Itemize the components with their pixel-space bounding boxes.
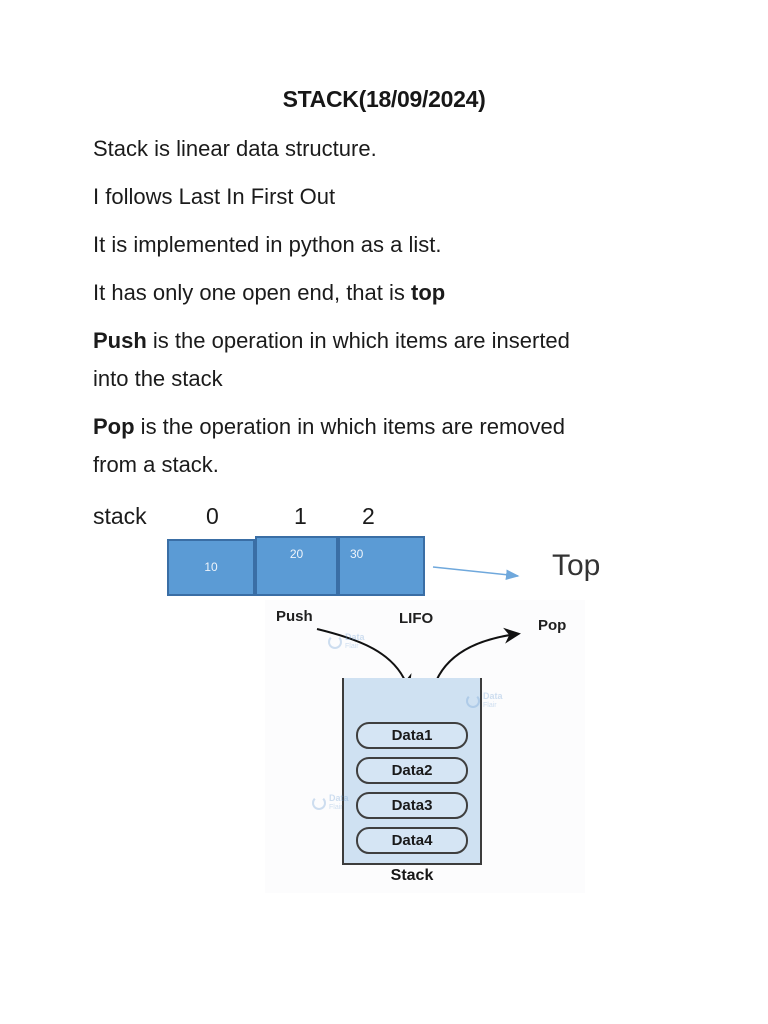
paragraph-text: from a stack. [93,452,219,477]
array-index-2: 2 [362,503,375,529]
paragraph-text: into the stack [93,366,223,391]
top-pointer-arrow [432,566,520,580]
array-cell-2: 30 [338,536,425,596]
stack-item-data3: Data3 [356,792,468,819]
stack-item-data1: Data1 [356,722,468,749]
array-index-0: 0 [206,503,219,529]
paragraph-pop: Pop is the operation in which items are … [93,408,725,484]
paragraph-python: It is implemented in python as a list. [93,226,725,264]
pop-label: Pop [538,617,567,634]
paragraph-text: It is implemented in python as a list. [93,232,442,257]
push-label: Push [276,608,313,625]
array-cell-0: 10 [167,539,255,596]
document-title: STACK(18/09/2024) [282,86,486,112]
paragraph-text: Stack is linear data structure. [93,136,377,161]
stack-item-data4: Data4 [356,827,468,854]
paragraph-text: I follows Last In First Out [93,184,336,209]
bold-term-top: top [411,280,446,305]
paragraph-push: Push is the operation in which items are… [93,322,725,398]
paragraph-lifo-rule: I follows Last In First Out [93,178,725,216]
paragraph-open-end: It has only one open end, that is top [93,274,725,312]
array-cell-value-0: 10 [204,560,218,574]
paragraph-text: is the operation in which items are inse… [146,328,570,353]
bold-term-pop: Pop [93,414,135,439]
stack-container: Data1 Data2 Data3 Data4 [342,678,482,865]
lifo-label: LIFO [399,610,434,627]
array-index-1: 1 [294,503,307,529]
paragraph-text: is the operation in which items are remo… [134,414,565,439]
stack-item-data2: Data2 [356,757,468,784]
array-cell-1: 20 [255,536,338,596]
bold-term-push: Push [93,328,147,353]
array-label: stack [93,503,147,529]
array-cell-value-1: 20 [289,547,304,561]
paragraph-intro: Stack is linear data structure. [93,130,725,168]
array-cell-value-2: 30 [350,547,364,561]
stack-caption: Stack [390,867,434,884]
top-pointer-label: Top [552,549,601,582]
paragraph-text: It has only one open end, that is [93,280,412,305]
